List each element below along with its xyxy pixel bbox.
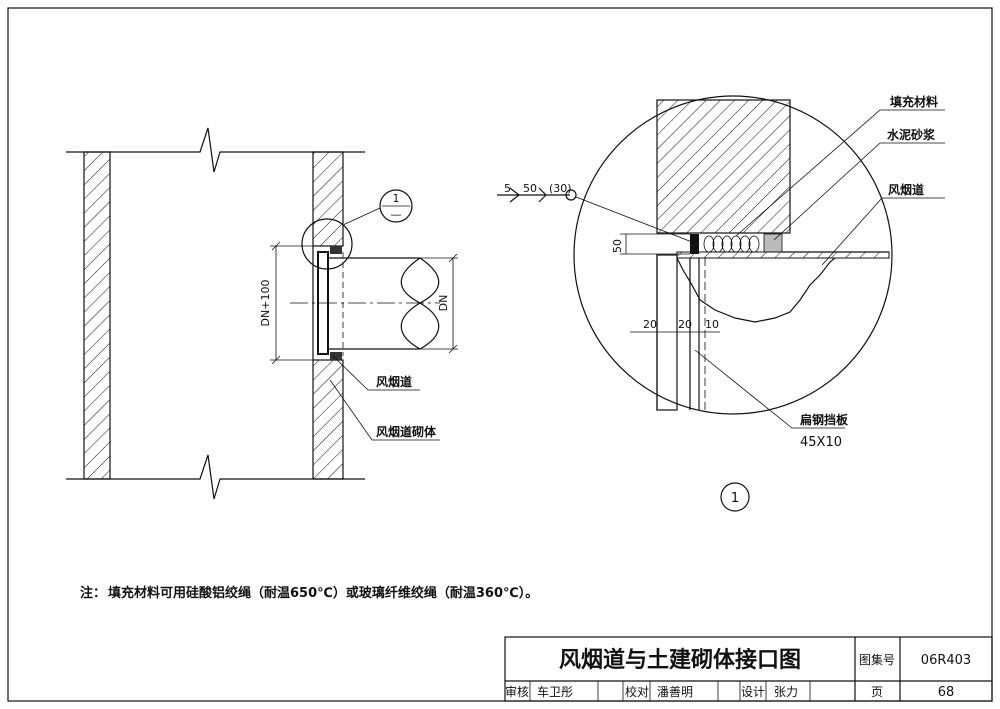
detail-ref-number: 1 <box>393 192 400 205</box>
right-wall-masonry-upper <box>312 151 344 247</box>
duct-wall-plate <box>676 251 890 259</box>
label-baffle-size: 45X10 <box>800 435 842 450</box>
label-duct-detail: 风烟道 <box>888 182 924 197</box>
label-duct-left: 风烟道 <box>376 374 412 389</box>
left-wall-masonry <box>83 151 111 480</box>
flat-steel-baffle <box>690 234 699 254</box>
label-baffle: 扁钢挡板 <box>800 412 849 427</box>
detail-wall-below <box>656 254 678 411</box>
design-label: 设计 <box>741 685 765 699</box>
detail-circle-boundary <box>573 95 893 415</box>
atlas-label: 图集号 <box>859 652 895 667</box>
left-elevation-view: DN+100 DN 1 — 风烟道 风烟道砌体 <box>66 127 458 500</box>
drawing-title: 风烟道与土建砌体接口图 <box>559 647 801 673</box>
svg-text:50: 50 <box>523 182 537 195</box>
detail-callout-circle <box>301 218 353 270</box>
note-prefix: 注： <box>80 585 106 601</box>
break-line-bottom <box>66 454 365 500</box>
dim-50: 50 <box>611 239 624 253</box>
dim-20-b: 20 <box>678 318 692 331</box>
label-cement-mortar: 水泥砂浆 <box>887 127 936 142</box>
dim-dn: DN <box>437 295 450 312</box>
cement-mortar <box>763 233 783 253</box>
check-label: 校对 <box>625 684 649 699</box>
dim-dn-plus-100: DN+100 <box>259 280 272 327</box>
dim-20-a: 20 <box>643 318 657 331</box>
detail-ref-sheet: — <box>391 208 402 221</box>
review-name: 车卫彤 <box>537 684 573 699</box>
page-label: 页 <box>871 685 883 699</box>
fill-material-rope <box>703 235 760 253</box>
detail-reference-bubble <box>379 189 413 223</box>
note-text: 填充材料可用硅酸铝绞绳（耐温650℃）或玻璃纤维绞绳（耐温360℃）。 <box>108 585 538 601</box>
duct-break-section <box>676 257 836 323</box>
detail-wall-masonry <box>656 99 791 234</box>
detail-number: 1 <box>731 491 739 506</box>
label-fill-material: 填充材料 <box>890 94 938 109</box>
svg-text:(30): (30) <box>549 182 572 195</box>
detail-view-1: 50 20 20 10 5 50 (30) 填充材料 水泥砂浆 风烟道 扁钢挡板… <box>497 94 945 512</box>
atlas-number: 06R403 <box>921 653 971 668</box>
dim-10: 10 <box>705 318 719 331</box>
label-masonry: 风烟道砌体 <box>376 424 437 439</box>
sheet-border <box>7 7 993 702</box>
design-name: 张力 <box>774 685 798 699</box>
weld-symbol: 5 50 (30) <box>497 182 693 243</box>
break-line-top <box>66 127 365 173</box>
title-block: 风烟道与土建砌体接口图 图集号 06R403 审核 车卫彤 校对 潘善明 设计 … <box>504 636 993 702</box>
check-name: 潘善明 <box>657 684 693 699</box>
review-label: 审核 <box>505 684 529 699</box>
right-wall-masonry-lower <box>312 359 344 480</box>
svg-text:5: 5 <box>504 182 511 195</box>
page-number: 68 <box>938 685 955 700</box>
detail-number-bubble <box>720 482 750 512</box>
